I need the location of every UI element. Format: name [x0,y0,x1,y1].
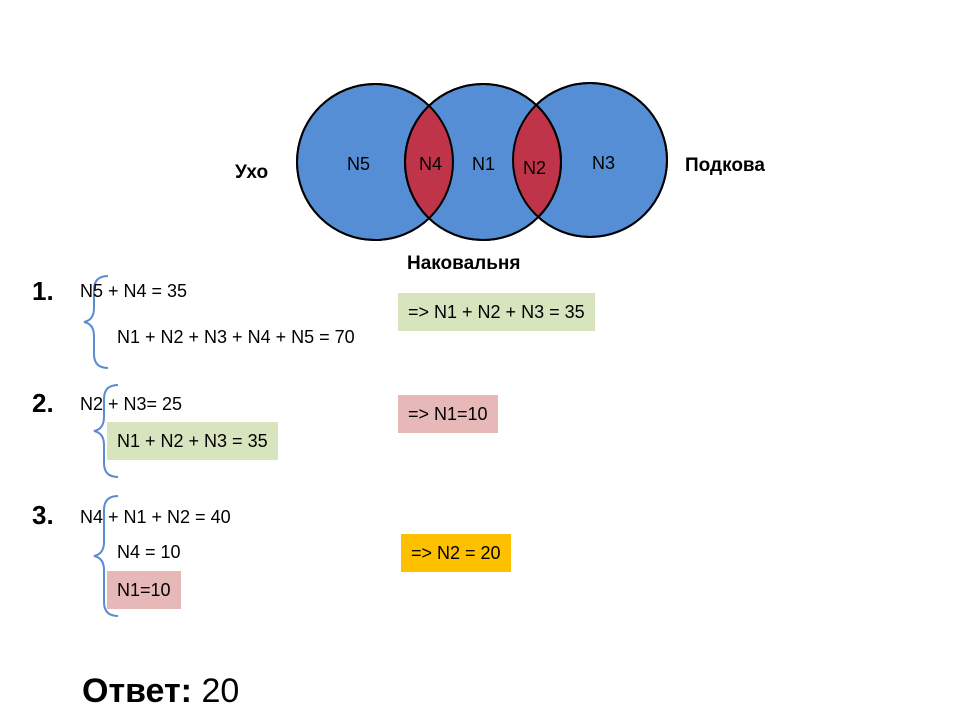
venn-diagram: N5 N4 N1 N2 N3 [296,82,668,241]
region-n1: N1 [472,154,495,174]
region-n5: N5 [347,154,370,174]
label-ukho: Ухо [235,162,269,183]
step-2-result: => N1=10 [398,395,498,433]
region-n3: N3 [592,153,615,173]
step-3-line-1: N4 + N1 + N2 = 40 [80,507,231,527]
answer-label: Ответ: [82,672,192,710]
label-nakovalnya: Наковальня [407,253,521,274]
step-2-line-2: N1 + N2 + N3 = 35 [107,422,278,460]
step-3-result: => N2 = 20 [401,534,511,572]
step-1-number: 1. [32,276,54,306]
label-podkova: Подкова [685,155,765,176]
step-3-line-2: N4 = 10 [117,542,181,562]
region-n4: N4 [419,154,442,174]
step-1-result: => N1 + N2 + N3 = 35 [398,293,595,331]
brace-icon [93,384,119,478]
region-n2: N2 [523,158,546,178]
answer: Ответ: 20 [82,672,239,711]
step-3-line-3: N1=10 [107,571,181,609]
answer-value: 20 [201,672,240,710]
step-3-number: 3. [32,500,54,530]
brace-icon [93,495,119,617]
step-1-line-2: N1 + N2 + N3 + N4 + N5 = 70 [117,327,355,347]
brace-icon [83,275,109,369]
step-2-number: 2. [32,388,54,418]
step-2-line-1: N2 + N3= 25 [80,394,183,414]
step-1-line-1: N5 + N4 = 35 [80,281,188,301]
